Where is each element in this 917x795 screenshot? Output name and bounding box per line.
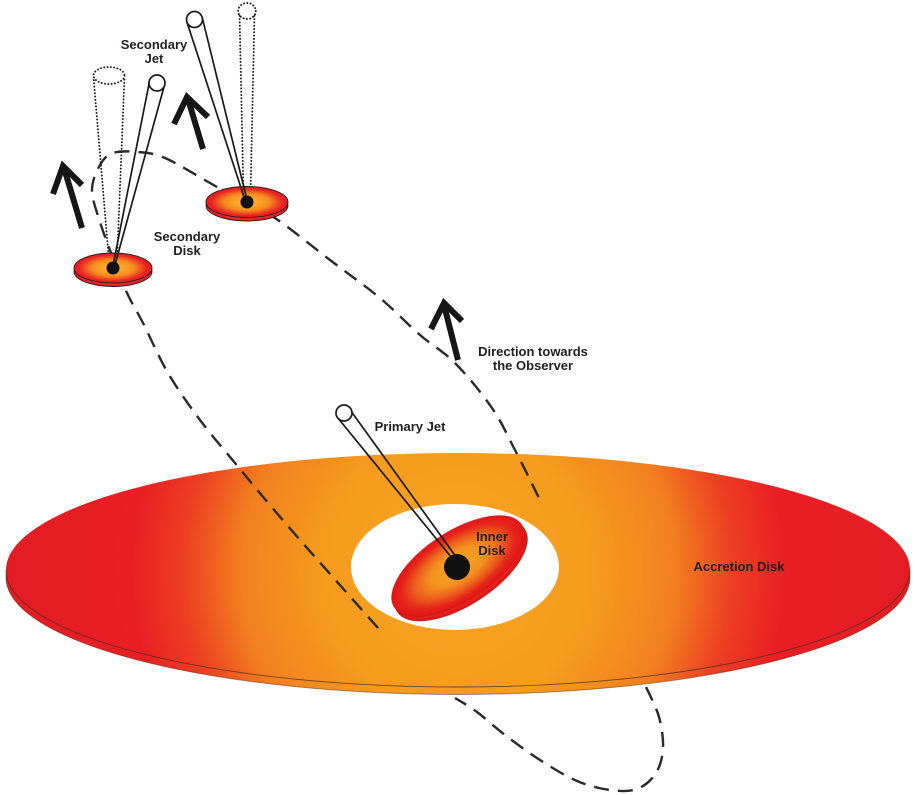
secondary-jet-ghost-1 — [92, 66, 126, 262]
secondary-jet-label: Secondary Jet — [121, 38, 187, 66]
observer-direction-arrow-icon — [50, 160, 85, 229]
primary-jet-edge — [348, 408, 460, 562]
secondary-jet-1 — [112, 74, 166, 264]
orbit-path-lower-loop — [454, 686, 665, 793]
inner-disk-label-line2: Disk — [478, 543, 506, 558]
secondary-jet-2 — [185, 10, 247, 198]
primary-black-hole — [444, 554, 470, 580]
direction-observer-label-line1: Direction towards — [478, 344, 588, 359]
secondary-disk-label: Secondary Disk — [154, 230, 220, 258]
secondary-disk-label-line2: Disk — [173, 243, 201, 258]
secondary-jet-ghost-2 — [237, 2, 257, 195]
accretion-disk-edge-line — [5, 569, 911, 688]
orbit-path-main — [90, 150, 542, 629]
secondary-jet-tip — [148, 74, 166, 92]
secondary-black-hole-1 — [106, 261, 120, 275]
secondary-jet-tip — [185, 10, 204, 29]
secondary-jet-ghost-tip — [92, 66, 126, 85]
secondary-jet-label-line2: Jet — [144, 51, 164, 66]
secondary-black-hole-2 — [240, 195, 254, 209]
primary-jet-label: Primary Jet — [374, 419, 446, 434]
accretion-disk-label: Accretion Disk — [693, 559, 785, 574]
primary-jet-tip — [335, 404, 353, 422]
inner-disk-label: Inner Disk — [476, 530, 508, 558]
observer-direction-arrow-icon — [171, 91, 211, 150]
direction-observer-label: Direction towards the Observer — [478, 345, 588, 373]
primary-jet-edge — [336, 416, 457, 564]
secondary-disk-label-line1: Secondary — [153, 229, 221, 244]
secondary-jet-label-line1: Secondary — [120, 37, 188, 52]
direction-observer-label-line2: the Observer — [492, 358, 574, 373]
primary-jet — [335, 404, 460, 564]
secondary-jet-ghost-tip — [237, 2, 257, 20]
inner-disk-label-line1: Inner — [476, 529, 508, 544]
observer-direction-arrow-icon — [428, 297, 465, 361]
